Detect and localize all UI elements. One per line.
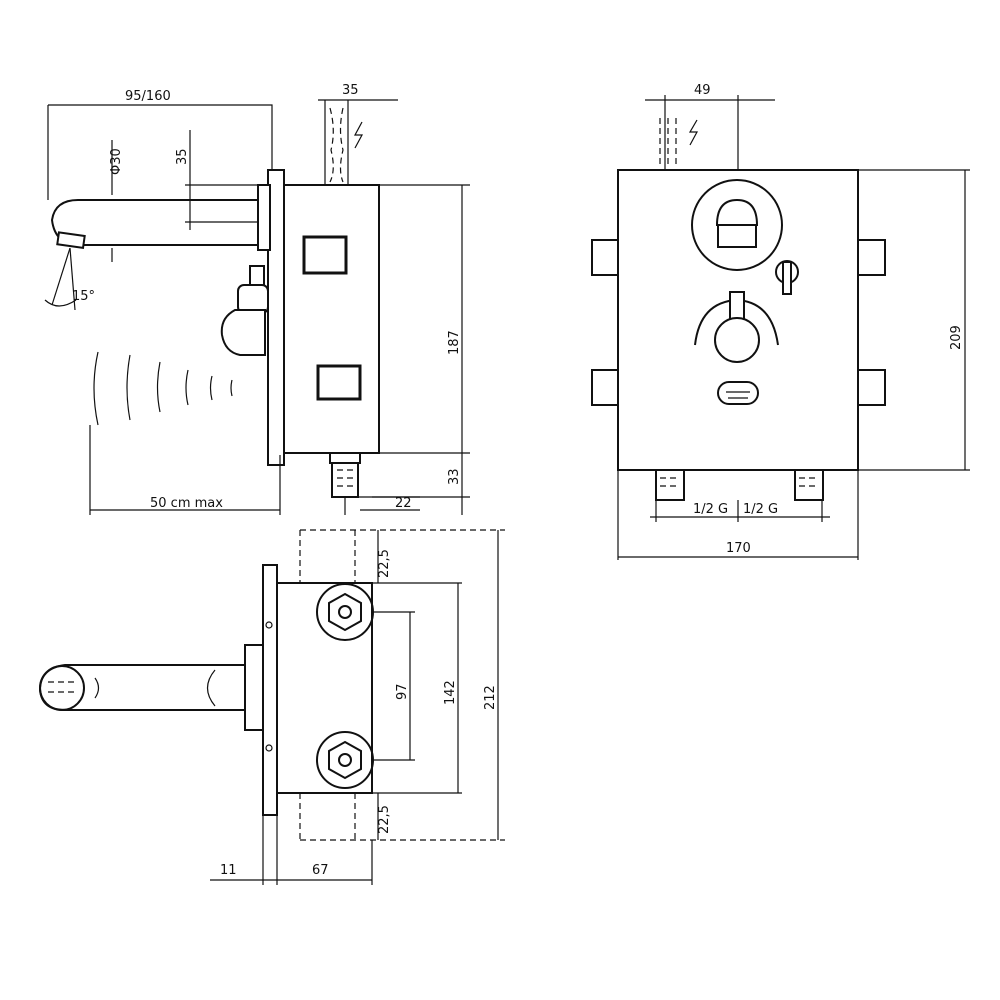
lightning-icon [688,119,699,146]
dim-top-margin-b: 22,5 [377,805,392,834]
rotary-valve-icon [694,291,779,363]
dim-bottom-offset: 33 [447,468,462,485]
front-view: 49 1/2 [591,83,970,560]
dim-overall-height-top: 212 [483,685,498,710]
dim-body-depth: 67 [312,863,329,878]
lightning-icon [353,121,364,149]
dim-pipe-offset-front: 49 [694,83,711,98]
dim-spout-diameter: Φ30 [109,148,124,175]
dim-plate-thickness: 11 [220,863,237,878]
side-view: 95/160 Φ30 35 15° [44,83,470,515]
dim-pipe-width-side: 35 [342,83,359,98]
top-view: 97 142 212 22,5 22,5 11 67 [38,529,505,885]
dim-spout-projection: 95/160 [125,89,171,104]
dim-body-height-side: 187 [447,330,462,355]
dim-top-margin-a: 22,5 [377,549,392,578]
dim-front-width: 170 [726,541,751,556]
dim-body-height-top: 142 [443,680,458,705]
dim-bottom-inset: 22 [395,496,412,511]
dim-inlet-right: 1/2 G [743,502,778,517]
dim-spout-height: 35 [175,148,190,165]
dim-sensor-range: 50 cm max [150,496,223,511]
dim-inlet-left: 1/2 G [693,502,728,517]
dim-spray-angle: 15° [72,289,95,304]
dim-inlet-spacing: 97 [395,683,410,700]
dim-front-height: 209 [949,325,964,350]
